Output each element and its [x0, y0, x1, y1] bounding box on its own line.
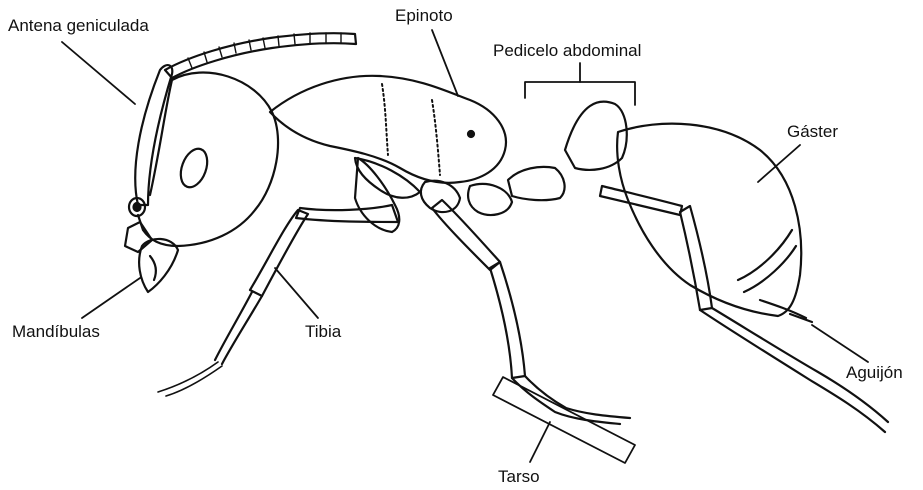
label-antena-geniculada: Antena geniculada: [8, 17, 149, 34]
leader-tarso: [530, 422, 550, 462]
bracket-tarso: [493, 377, 635, 463]
fore-femur: [296, 205, 398, 222]
bracket-pedicelo: [525, 82, 635, 105]
fore-tibia: [250, 210, 308, 296]
mid-leg: [432, 200, 630, 424]
epinotal-lobe: [468, 184, 512, 215]
antenna-scape: [135, 65, 172, 205]
petiole-node-1: [508, 167, 565, 200]
mid-tarsus: [512, 376, 630, 424]
leader-aguijon: [812, 325, 868, 362]
spiracle: [468, 131, 474, 137]
hind-femur: [600, 186, 682, 215]
pronotum-mesonotum: [270, 76, 506, 183]
label-tarso: Tarso: [498, 468, 540, 485]
label-mandibulas: Mandíbulas: [12, 323, 100, 340]
leader-antena: [62, 42, 135, 104]
fore-tarsus: [215, 292, 262, 364]
mid-femur: [432, 200, 500, 270]
antenna-funiculus: [165, 33, 356, 78]
mid-tibia: [490, 262, 525, 378]
leader-mandibulas: [82, 278, 140, 318]
epinotal-suture: [432, 100, 440, 175]
fore-leg: [158, 158, 399, 396]
label-pedicelo-abdominal: Pedicelo abdominal: [493, 42, 641, 59]
metapleuron: [421, 181, 460, 212]
label-aguijon: Aguijón: [846, 364, 903, 381]
leader-tibia: [275, 268, 318, 318]
gaster-segment-line-1: [738, 230, 792, 280]
gaster-segment-line-2: [744, 246, 796, 292]
gaster: [617, 124, 812, 322]
mesosoma: [270, 76, 512, 215]
label-tibia: Tibia: [305, 323, 341, 340]
petiole: [508, 102, 627, 201]
leader-gaster: [758, 145, 800, 182]
thoracic-suture: [382, 84, 388, 155]
label-gaster: Gáster: [787, 123, 838, 140]
compound-eye: [176, 145, 212, 191]
label-epinoto: Epinoto: [395, 7, 453, 24]
